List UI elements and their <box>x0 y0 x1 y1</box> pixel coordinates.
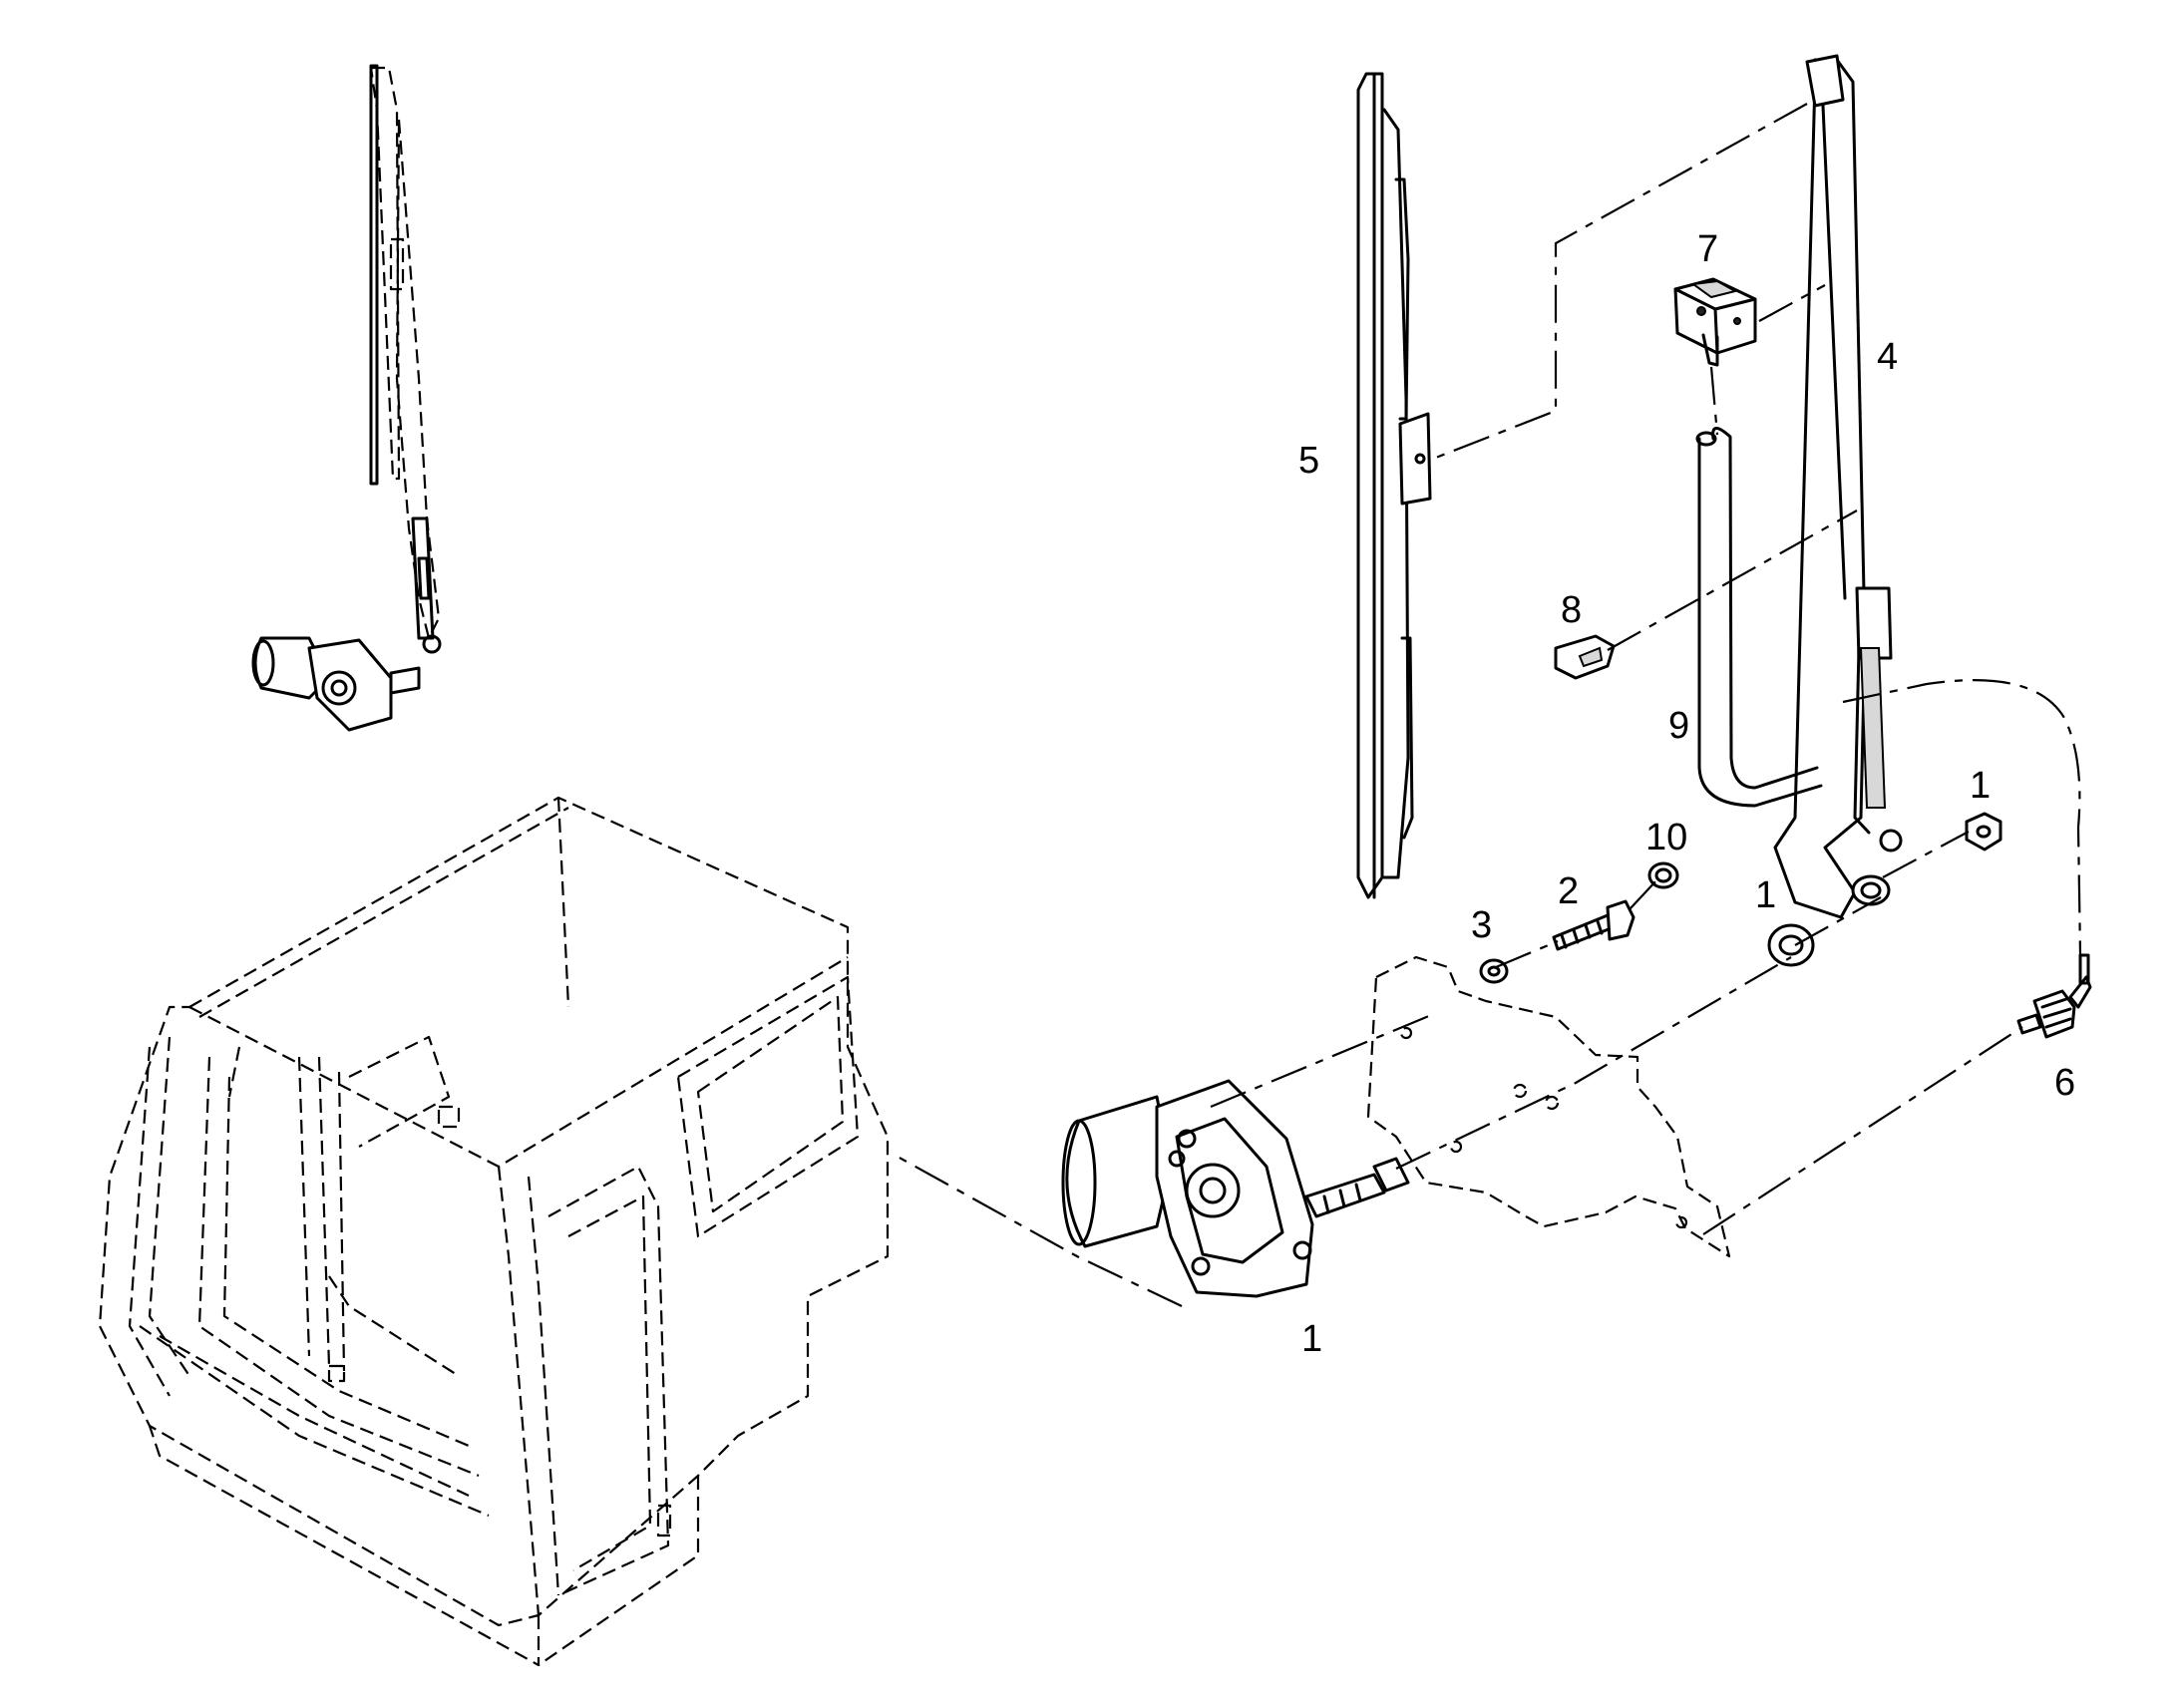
leader-nozzle-to-hose <box>1709 366 1719 436</box>
callout-cap: 10 <box>1645 817 1687 858</box>
callout-washer: 1 <box>1755 874 1776 916</box>
callout-nut: 1 <box>1970 765 1991 807</box>
mounting-bracket-outline <box>1366 955 1731 1258</box>
cab-outline <box>98 796 890 1667</box>
hose-fitting <box>2016 953 2092 1039</box>
washer <box>1767 923 1815 967</box>
callout-hose-fitting: 6 <box>2054 1062 2075 1104</box>
screw <box>1552 899 1635 951</box>
nut <box>1965 812 2002 852</box>
leader-motor-to-cab <box>897 1156 1183 1307</box>
wiper-motor <box>1061 1079 1410 1298</box>
callout-motor: 1 <box>1301 1318 1322 1360</box>
washer-hose <box>1695 427 1823 808</box>
callout-lock-washer: 3 <box>1471 904 1492 946</box>
callout-wiper-arm: 4 <box>1877 336 1898 378</box>
hose-clip <box>1554 634 1616 680</box>
callout-hose: 9 <box>1668 705 1689 747</box>
wiper-blade <box>1356 72 1432 899</box>
cap <box>1647 861 1679 889</box>
callout-clip: 8 <box>1561 589 1582 631</box>
overview-wiper-assembly <box>251 64 442 732</box>
callout-wiper-blade: 5 <box>1298 440 1319 482</box>
lock-washer <box>1479 958 1509 984</box>
callout-screw: 2 <box>1558 870 1579 912</box>
callout-nozzle: 7 <box>1697 228 1718 270</box>
washer-nozzle <box>1673 277 1757 367</box>
wiper-arm <box>1773 54 1903 919</box>
callout-labels: 1 1 1 2 3 4 5 6 7 8 9 10 <box>1298 228 2075 1360</box>
leader-lines <box>1210 103 2082 1235</box>
